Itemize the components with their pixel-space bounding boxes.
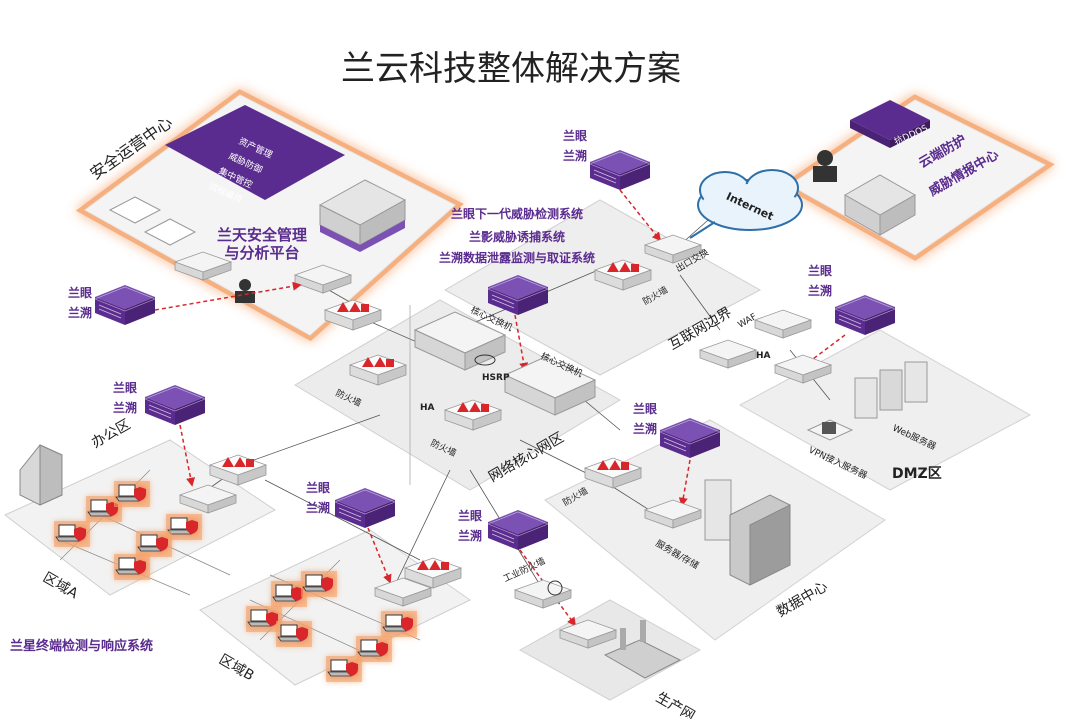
probe-dmz: 兰眼 兰溯 bbox=[803, 263, 896, 367]
endpoints-area-b bbox=[246, 571, 417, 682]
probe-label-b: 兰溯 bbox=[633, 421, 657, 436]
probe-label-a: 兰眼 bbox=[808, 263, 832, 278]
probe-device bbox=[144, 384, 206, 426]
probe-device bbox=[589, 149, 651, 191]
product-line3: 兰溯数据泄露监测与取证系统 bbox=[439, 250, 595, 265]
endpoints-area-a bbox=[54, 481, 202, 580]
zone-office: 办公区 bbox=[89, 417, 133, 452]
dmz-ha-label: HA bbox=[756, 351, 771, 361]
office-area-a-platform bbox=[4, 439, 276, 596]
operator-icon bbox=[239, 279, 251, 291]
zone-production: 生产网 bbox=[653, 690, 697, 719]
probe-device bbox=[334, 487, 396, 529]
area-b-group: 区域B 兰星终端检测与响应系统 bbox=[10, 557, 462, 685]
probe-production: 兰眼 兰溯 bbox=[458, 508, 577, 627]
product-line2: 兰影威胁诱捕系统 bbox=[469, 229, 565, 244]
industrial-firewall bbox=[514, 579, 572, 609]
office-group: 办公区 区域A bbox=[19, 417, 267, 603]
dmz-gateway bbox=[699, 339, 757, 369]
soc-platform-line2: 与分析平台 bbox=[224, 244, 299, 262]
product-line1: 兰眼下一代威胁检测系统 bbox=[451, 206, 583, 221]
probe-office: 兰眼 兰溯 bbox=[113, 380, 206, 487]
probe-label-a: 兰眼 bbox=[458, 508, 482, 523]
soc-server-rack bbox=[318, 179, 407, 252]
server-rack-icon bbox=[729, 494, 791, 586]
probe-top: 兰眼 兰溯 bbox=[563, 128, 662, 242]
core-switch-right bbox=[503, 356, 597, 416]
web-server-icon bbox=[854, 361, 928, 419]
industrial-fw-gear-icon bbox=[547, 580, 563, 596]
probe-label-b: 兰溯 bbox=[113, 400, 137, 415]
probe-label-a: 兰眼 bbox=[113, 380, 137, 395]
probe-label-b: 兰溯 bbox=[563, 148, 587, 163]
cloud-operator-icon bbox=[817, 150, 833, 166]
probe-label-b: 兰溯 bbox=[808, 283, 832, 298]
core-platform bbox=[294, 299, 621, 491]
soc-platform-line1: 兰天安全管理 bbox=[217, 226, 307, 244]
ha-label: HA bbox=[420, 403, 435, 413]
probe-device bbox=[834, 294, 896, 336]
probe-label-a: 兰眼 bbox=[563, 128, 587, 143]
zone-area-b: 区域B bbox=[216, 652, 257, 685]
zone-area-a: 区域A bbox=[40, 570, 81, 603]
probe-label-b: 兰溯 bbox=[458, 528, 482, 543]
vpn-server-icon bbox=[806, 419, 854, 441]
probe-label-b: 兰溯 bbox=[68, 305, 92, 320]
probe-core bbox=[487, 274, 549, 372]
office-building-icon bbox=[19, 444, 63, 506]
soc-monitor-icon bbox=[108, 196, 162, 224]
probe-label-a: 兰眼 bbox=[68, 285, 92, 300]
internet-border-platform bbox=[443, 199, 762, 376]
waf-device bbox=[754, 309, 812, 339]
threat-intel-rack bbox=[843, 174, 917, 236]
probe-soc: 兰眼 兰溯 bbox=[68, 281, 302, 326]
probe-device bbox=[94, 284, 156, 326]
soc-document-icon bbox=[143, 218, 197, 246]
edr-system-label: 兰星终端检测与响应系统 bbox=[10, 638, 153, 654]
probe-label-a: 兰眼 bbox=[306, 480, 330, 495]
probe-device bbox=[487, 509, 549, 551]
production-platform bbox=[518, 599, 702, 701]
page-title: 兰云科技整体解决方案 bbox=[341, 49, 681, 89]
probe-area-b: 兰眼 兰溯 bbox=[306, 480, 396, 584]
hsrp-link bbox=[474, 354, 496, 366]
internet-cloud-icon: Internet bbox=[697, 169, 803, 231]
operator-body bbox=[235, 291, 255, 303]
probe-datacenter: 兰眼 兰溯 bbox=[633, 401, 721, 507]
zone-dmz: DMZ区 bbox=[892, 466, 942, 482]
factory-icon bbox=[603, 620, 682, 679]
probe-label-b: 兰溯 bbox=[306, 500, 330, 515]
cloud-group: 抗DDOS 云端防护 威胁情报中心 Internet bbox=[689, 100, 1002, 239]
hsrp-label: HSRP bbox=[482, 373, 510, 383]
soc-dashboard-panel bbox=[165, 105, 345, 200]
probe-label-a: 兰眼 bbox=[633, 401, 657, 416]
